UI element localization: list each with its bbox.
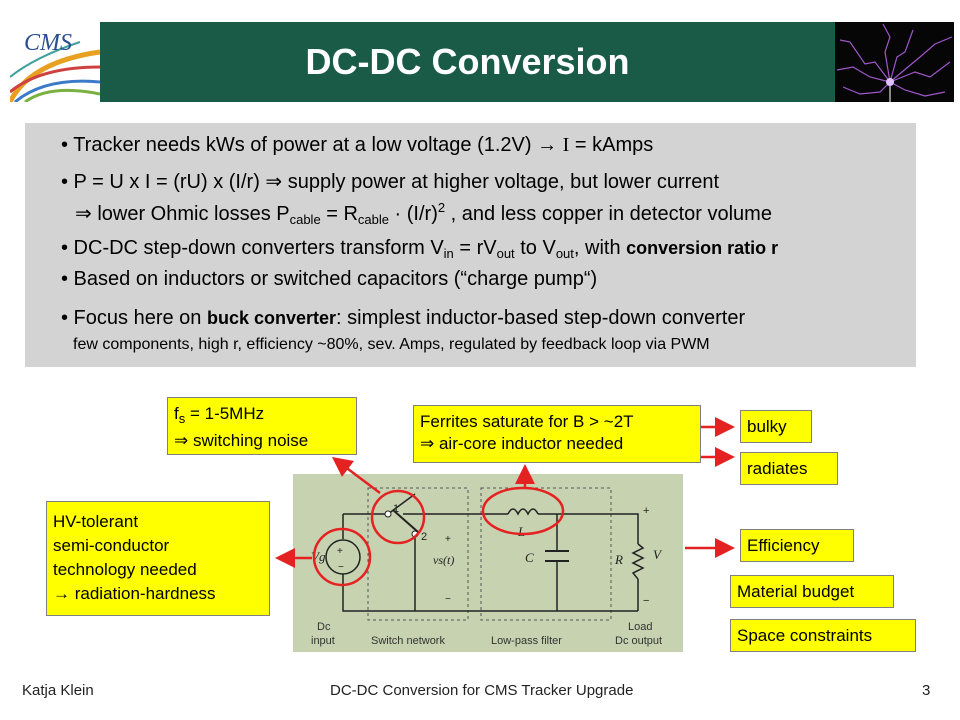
output-minus: −: [643, 595, 649, 607]
stepdown-sub-in: in: [443, 246, 454, 261]
caption-dc-output: Dc output: [615, 635, 662, 647]
bullet-inductors: • Based on inductors or switched capacit…: [61, 268, 598, 290]
switch-pos-2: 2: [421, 531, 427, 543]
bullet-power-formula: • P = U x I = (rU) x (I/r) ⇒ supply powe…: [61, 171, 720, 193]
ohmic-sub-2: cable: [357, 212, 389, 227]
caption-switch-network: Switch network: [371, 635, 445, 647]
arrow-to-fs: [332, 457, 381, 494]
circle-switch: [370, 489, 426, 545]
l-label: L: [517, 524, 525, 539]
caption-input: input: [311, 635, 335, 647]
label-radiates: radiates: [740, 452, 838, 485]
bullet-buck-details: few components, high r, efficiency ~80%,…: [73, 336, 710, 353]
slide-title: DC-DC Conversion: [305, 41, 630, 82]
stepdown-sub-out-2: out: [555, 246, 574, 261]
switch-pos-1: 1: [393, 503, 399, 515]
ferrite-line1: Ferrites saturate for B > ~2T: [420, 412, 634, 431]
caption-dc: Dc: [317, 621, 331, 633]
hv-line3: technology needed: [53, 560, 197, 579]
stepdown-sub-out-1: out: [496, 246, 515, 261]
bullet-1-text: • Tracker needs kWs of power at a low vo…: [61, 134, 563, 156]
circle-inductor: [481, 486, 565, 536]
stepdown-text-c: to V: [514, 237, 556, 259]
caption-load: Load: [628, 621, 652, 633]
ohmic-text-a: ⇒ lower Ohmic losses P: [75, 203, 290, 225]
lowpass-filter-box: [480, 487, 612, 621]
label-bulky: bulky: [740, 410, 812, 443]
cms-logo-graphic: CMS: [10, 22, 100, 102]
vs-plus: +: [445, 534, 451, 545]
fs-sub: s: [178, 411, 186, 426]
r-label: R: [614, 552, 623, 567]
fs-line1: fs = 1-5MHz: [174, 403, 350, 430]
buck-text-a: • Focus here on: [61, 307, 207, 329]
stepdown-text-b: = rV: [453, 237, 497, 259]
inductor: [507, 508, 539, 516]
footer-page-number: 3: [922, 682, 931, 699]
label-switching-frequency: fs = 1-5MHz ⇒ switching noise: [167, 397, 357, 455]
bullet-ohmic-losses: ⇒ lower Ohmic losses Pcable = Rcable · (…: [75, 196, 772, 232]
title-bar: [100, 22, 835, 102]
output-plus: +: [643, 505, 649, 517]
voltage-source: [325, 539, 361, 575]
buck-text-b: : simplest inductor-based step-down conv…: [336, 307, 746, 329]
ohmic-sub-1: cable: [289, 212, 321, 227]
bullet-box: • Tracker needs kWs of power at a low vo…: [25, 123, 916, 367]
cms-logo: CMS: [10, 22, 100, 102]
bullet-1-end: = kAmps: [569, 134, 654, 156]
ohmic-sup: 2: [437, 200, 446, 215]
hv-line4: → radiation-hardness: [53, 584, 216, 603]
label-hv-tolerant: HV-tolerant semi-conductor technology ne…: [46, 501, 270, 616]
label-material-budget: Material budget: [730, 575, 894, 608]
ohmic-text-c: · (I/r): [389, 203, 438, 225]
conversion-ratio-bold: conversion ratio r: [626, 238, 779, 258]
plasma-image: [835, 22, 954, 102]
plasma-graphic: [835, 22, 954, 102]
ferrite-line2: ⇒ air-core inductor needed: [420, 434, 624, 453]
footer-talk-title: DC-DC Conversion for CMS Tracker Upgrade: [330, 682, 634, 699]
c-label: C: [525, 550, 534, 565]
label-space-constraints: Space constraints: [730, 619, 916, 652]
fs-value: = 1-5MHz: [185, 404, 265, 423]
fs-f: f: [174, 404, 179, 423]
footer-author: Katja Klein: [22, 682, 94, 699]
circle-voltage-source: [312, 527, 372, 587]
v-label: V: [653, 547, 663, 562]
hv-line1: HV-tolerant: [53, 512, 139, 531]
label-ferrites: Ferrites saturate for B > ~2T ⇒ air-core…: [413, 405, 701, 463]
ohmic-text-b: = R: [320, 203, 358, 225]
logo-text: CMS: [24, 30, 72, 56]
source-minus: −: [338, 562, 344, 573]
bullet-buck-converter: • Focus here on buck converter: simplest…: [61, 306, 745, 330]
ohmic-text-d: , and less copper in detector volume: [445, 203, 772, 225]
source-plus: +: [337, 546, 343, 557]
stepdown-text-d: , with: [573, 237, 627, 259]
hv-line2: semi-conductor: [53, 536, 170, 555]
current-symbol: I: [562, 134, 570, 156]
label-efficiency: Efficiency: [740, 529, 854, 562]
bullet-power-needs: • Tracker needs kWs of power at a low vo…: [61, 133, 653, 157]
buck-bold: buck converter: [206, 308, 337, 328]
vs-label: vs(t): [433, 553, 454, 567]
circuit-schematic: + − Vg L C R V + − 1 2 vs(t) + − Dc inpu…: [293, 474, 683, 652]
switch-network-box: [367, 487, 469, 621]
bullet-step-down: • DC-DC step-down converters transform V…: [61, 236, 778, 266]
caption-lowpass: Low-pass filter: [491, 635, 562, 647]
fs-line2: ⇒ switching noise: [174, 431, 309, 450]
resistor: [631, 543, 645, 580]
stepdown-text-a: • DC-DC step-down converters transform V: [61, 237, 444, 259]
vs-minus: −: [445, 594, 451, 605]
buck-converter-circuit: + − Vg L C R V + − 1 2 vs(t) + − Dc inpu…: [293, 474, 683, 652]
